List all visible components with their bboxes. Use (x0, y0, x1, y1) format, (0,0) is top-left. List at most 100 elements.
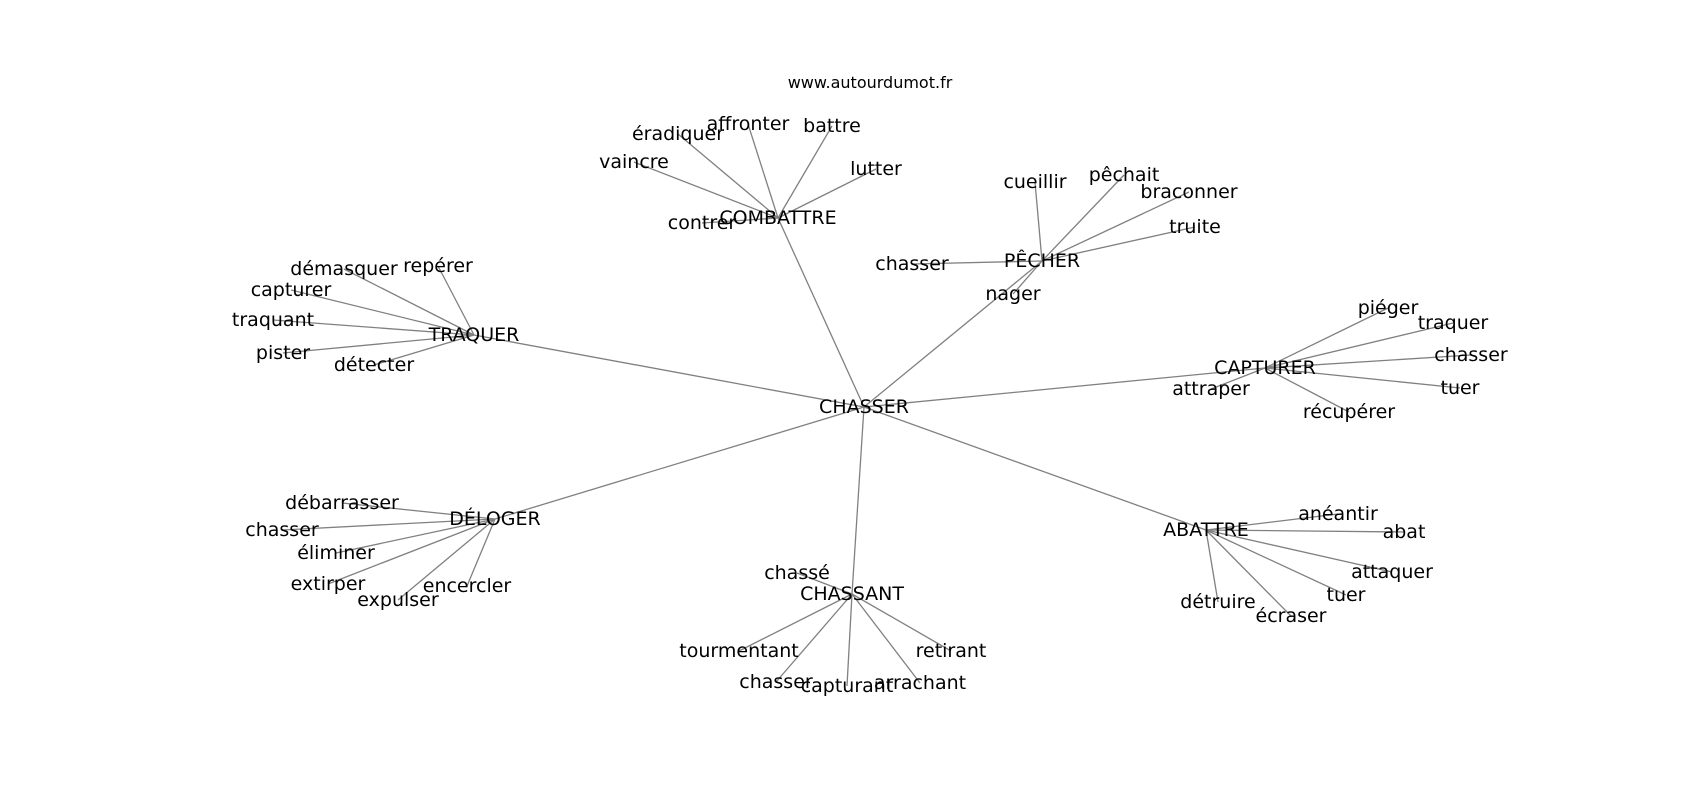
edge-center-n5 (494, 406, 865, 520)
edge-n7-n7a (796, 572, 853, 595)
edge-n5-n5f (466, 518, 496, 587)
edge-n5-n5b (281, 518, 496, 531)
edge-n6-n6e (1205, 529, 1292, 617)
edge-center-n4 (863, 367, 1266, 408)
leaf-node-label: chasser (875, 253, 949, 275)
edge-center-n3 (473, 334, 865, 408)
leaf-node-label: anéantir (1298, 503, 1378, 525)
edge-n4-n4c (1264, 354, 1472, 369)
leaf-node-label: extirper (291, 573, 366, 595)
edge-n2-n2a (1034, 181, 1043, 262)
leaf-node-label: tuer (1327, 584, 1366, 606)
leaf-node-label: arrachant (874, 672, 966, 694)
edge-n3-n3e (282, 334, 475, 354)
edge-n3-n3c (290, 289, 475, 336)
group-node-label: CHASSANT (800, 583, 904, 605)
group-node-label: TRAQUER (428, 324, 520, 346)
graph-edges (272, 123, 1472, 687)
leaf-node-label: pêchait (1089, 164, 1160, 186)
edge-n4-n4e (1264, 367, 1350, 413)
leaf-node-label: cueillir (1003, 171, 1066, 193)
edge-n6-n6c (1205, 529, 1393, 573)
leaf-node-label: chasser (739, 671, 813, 693)
edge-n1-n1a (747, 123, 779, 219)
edge-n1-n1b (777, 125, 833, 219)
leaf-node-label: contrer (668, 212, 737, 234)
group-node-label: COMBATTRE (719, 207, 836, 229)
leaf-node-label: battre (803, 115, 861, 137)
edge-n1-n1c (677, 133, 779, 219)
leaf-node-label: braconner (1140, 181, 1237, 203)
edge-center-n6 (863, 406, 1207, 531)
source-url: www.autourdumot.fr (788, 73, 953, 92)
group-node-label: CAPTURER (1214, 357, 1316, 379)
edge-center-n1 (777, 217, 865, 408)
group-node-label: ABATTRE (1163, 519, 1249, 541)
edge-n3-n3b (437, 265, 475, 336)
leaf-node-label: vaincre (599, 151, 669, 173)
leaf-node-label: attaquer (1351, 561, 1433, 583)
edge-n1-n1e (777, 168, 877, 219)
leaf-node-label: chasser (245, 519, 319, 541)
edge-n1-n1d (633, 161, 779, 219)
leaf-node-label: démasquer (290, 258, 398, 280)
leaf-node-label: éradiquer (632, 123, 724, 145)
leaf-node-label: expulser (357, 589, 439, 611)
leaf-node-label: récupérer (1303, 401, 1395, 423)
leaf-node-label: chasser (1434, 344, 1508, 366)
edge-n3-n3f (373, 334, 475, 366)
edge-center-n2 (863, 260, 1043, 408)
leaf-node-label: tourmentant (679, 640, 798, 662)
leaf-node-label: capturer (251, 279, 332, 301)
edge-n5-n5a (341, 502, 496, 520)
leaf-node-label: encercler (423, 575, 512, 597)
edge-n7-n7e (846, 593, 853, 687)
edge-n2-n2d (1041, 226, 1196, 262)
leaf-node-label: tuer (1441, 377, 1480, 399)
edge-n7-n7d (775, 593, 853, 683)
leaf-node-label: chassé (764, 562, 830, 584)
leaf-node-label: détruire (1180, 591, 1255, 613)
leaf-node-label: écraser (1256, 605, 1327, 627)
edge-n6-n6f (1205, 529, 1219, 603)
leaf-node-label: détecter (334, 354, 414, 376)
edge-n4-n4a (1264, 307, 1389, 369)
leaf-node-label: nager (985, 283, 1040, 305)
edge-n5-n5d (327, 518, 496, 585)
group-node-label: DÉLOGER (449, 507, 540, 530)
edge-n6-n6d (1205, 529, 1347, 596)
edge-center-n7 (851, 406, 865, 595)
edge-n6-n6a (1205, 513, 1339, 531)
edge-n6-n6b (1205, 529, 1405, 533)
edge-n4-n4f (1210, 367, 1266, 390)
leaf-node-label: abat (1383, 521, 1426, 543)
leaf-node-label: débarrasser (285, 492, 399, 514)
leaf-node-label: lutter (850, 158, 902, 180)
edge-n2-n2b (1041, 174, 1125, 262)
leaf-node-label: traquer (1418, 312, 1489, 334)
leaf-node-label: capturant (801, 675, 894, 697)
edge-n1-n1f (701, 217, 779, 224)
leaf-node-label: pister (256, 342, 310, 364)
edge-n3-n3a (343, 268, 475, 336)
edge-n3-n3d (272, 319, 475, 336)
edge-n2-n2c (1041, 191, 1190, 262)
leaf-node-label: traquant (232, 309, 314, 331)
leaf-node-label: repérer (403, 255, 473, 277)
leaf-node-label: attraper (1172, 378, 1250, 400)
edge-n2-n2e (911, 260, 1043, 265)
edge-n5-n5e (397, 518, 496, 601)
leaf-node-label: éliminer (297, 542, 375, 564)
leaf-node-label: affronter (707, 113, 790, 135)
leaf-node-label: truite (1169, 216, 1221, 238)
edge-n4-n4b (1264, 322, 1454, 369)
center-node-label: CHASSER (819, 396, 909, 418)
edge-n7-n7c (851, 593, 952, 652)
edge-n4-n4d (1264, 367, 1461, 389)
group-node-label: PÊCHER (1004, 249, 1080, 272)
edge-n2-n2f (1012, 260, 1043, 295)
graph-labels: CHASSER COMBATTRE affronter battre éradiquer… (232, 113, 1508, 697)
leaf-node-label: piéger (1358, 297, 1419, 319)
